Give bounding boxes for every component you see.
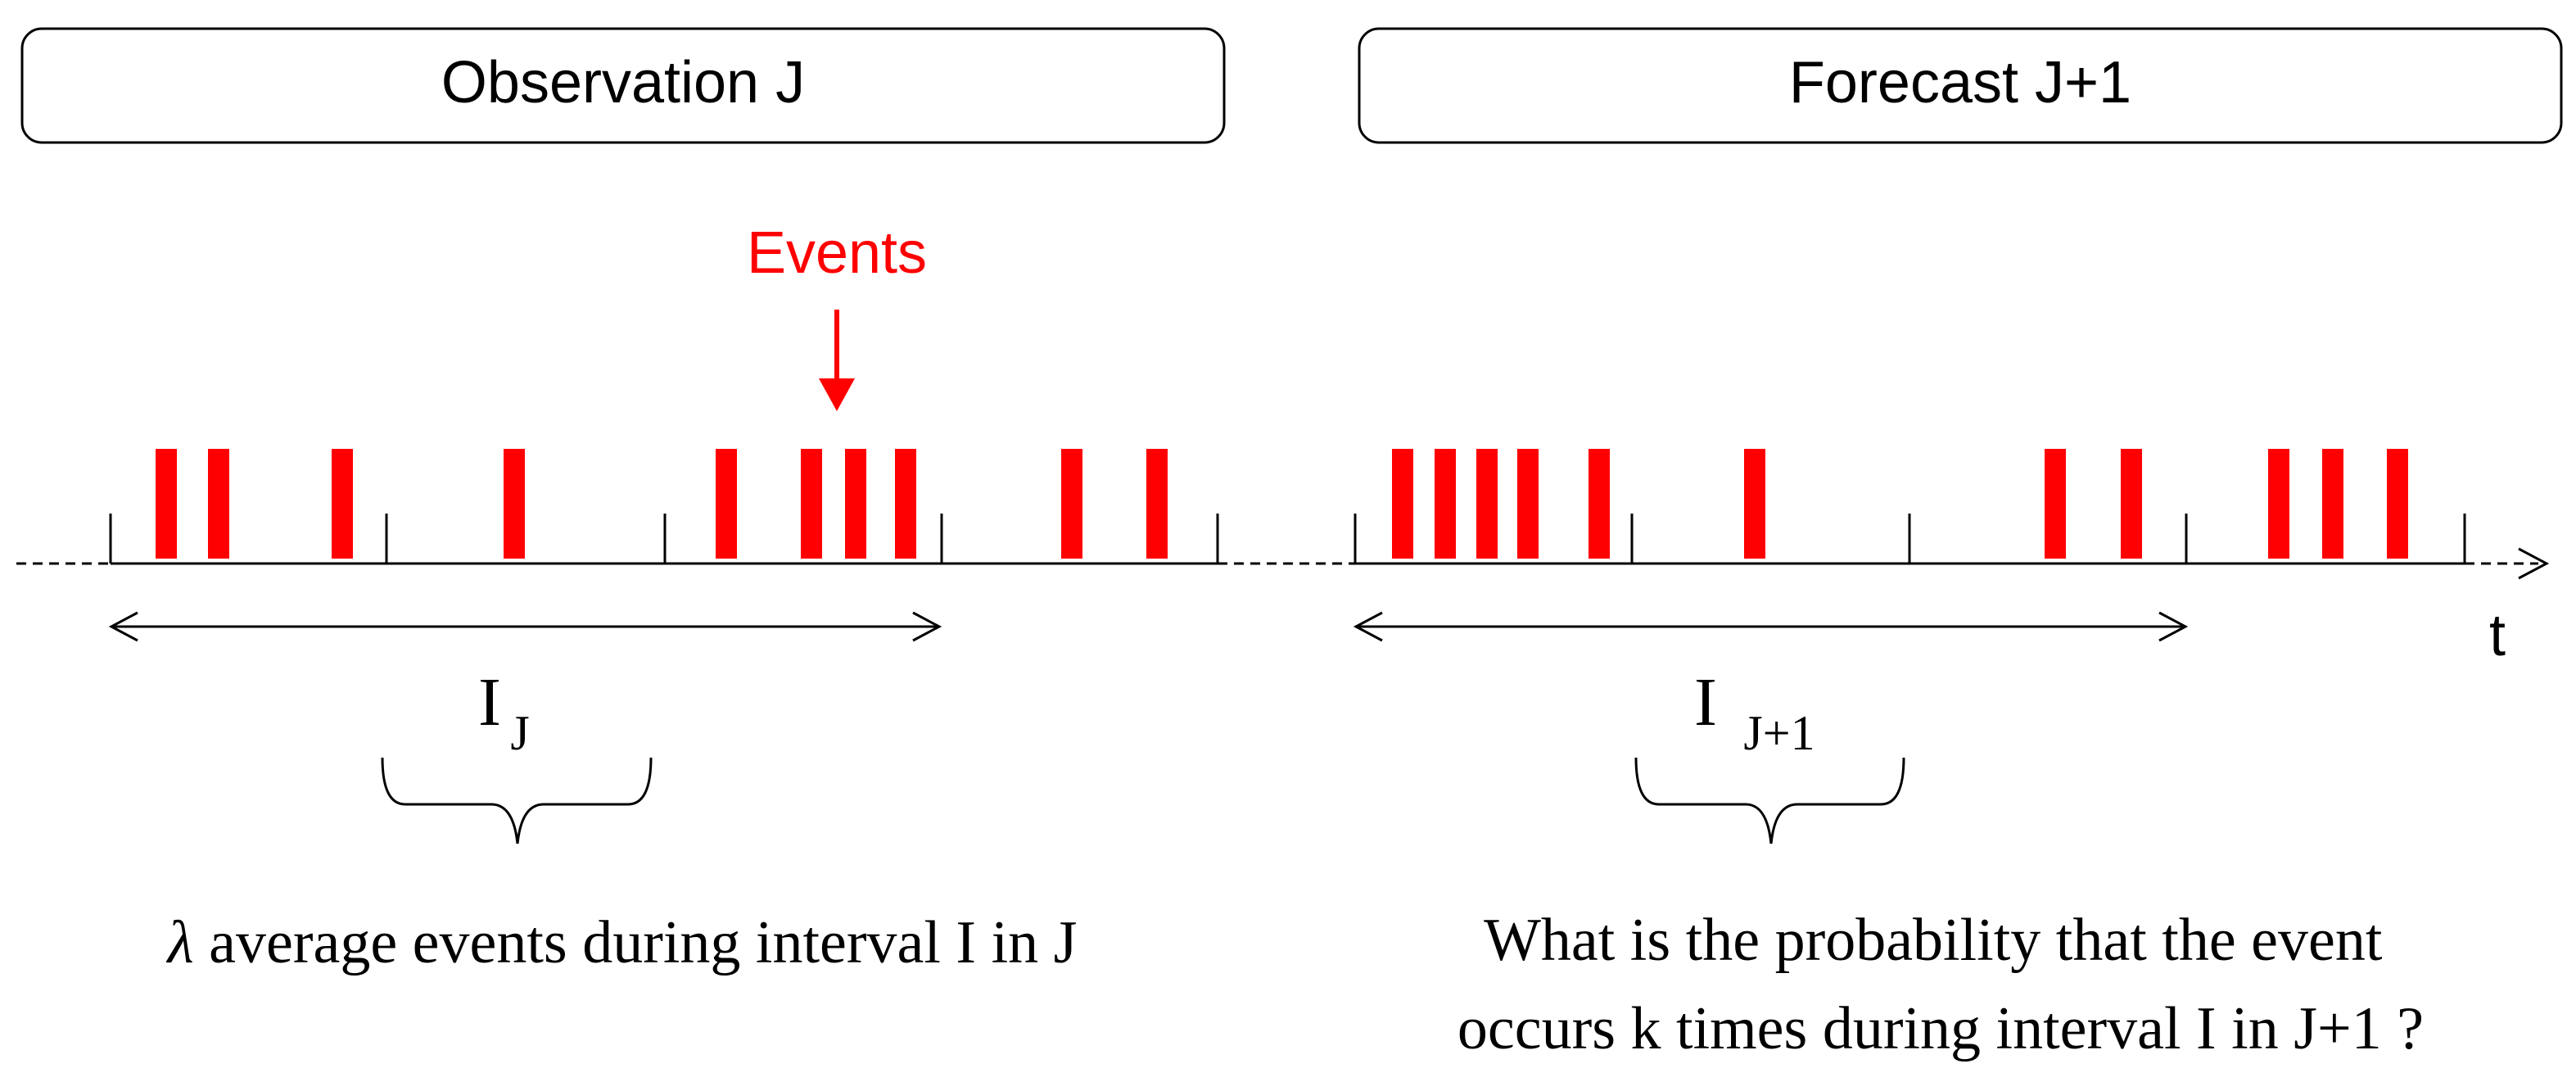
event-bar <box>1589 449 1610 559</box>
event-bar <box>156 449 177 559</box>
event-bar <box>504 449 525 559</box>
event-bar <box>1744 449 1765 559</box>
event-bar <box>1061 449 1082 559</box>
interval-arrow-left <box>108 611 942 642</box>
axis-label-t: t <box>2489 603 2506 668</box>
lambda-symbol: λ <box>166 909 194 976</box>
caption-right-line2: occurs k times during interval I in J+1 … <box>1457 995 2424 1062</box>
caption-right-line1: What is the probability that the event <box>1484 907 2383 974</box>
caption-left: λ average events during interval I in J <box>166 909 1078 976</box>
brace-left <box>381 757 653 844</box>
event-bars <box>156 449 2408 559</box>
event-bar <box>332 449 353 559</box>
event-bar <box>1435 449 1456 559</box>
event-bar <box>2322 449 2343 559</box>
event-bar <box>1476 449 1498 559</box>
interval-label-left-main: I <box>478 664 501 740</box>
interval-label-left: I J <box>478 664 530 760</box>
interval-label-right-sub: J+1 <box>1743 706 1814 760</box>
forecast-header-title: Forecast J+1 <box>1789 50 2131 115</box>
event-bar <box>208 449 229 559</box>
brace-right <box>1634 757 1905 844</box>
axis-ticks <box>109 514 2466 564</box>
observation-header: Observation J <box>20 27 1226 144</box>
time-axis <box>16 547 2550 580</box>
interval-label-right: I J+1 <box>1694 664 1815 760</box>
event-bar <box>2045 449 2066 559</box>
event-bar <box>1517 449 1539 559</box>
events-arrow <box>819 310 855 411</box>
forecast-header: Forecast J+1 <box>1358 27 2563 144</box>
event-bar <box>2268 449 2289 559</box>
caption-left-text: average events during interval I in J <box>194 909 1078 976</box>
observation-header-title: Observation J <box>441 50 805 115</box>
interval-arrow-right <box>1353 611 2189 642</box>
event-bar <box>2121 449 2142 559</box>
event-bar <box>716 449 737 559</box>
events-label: Events <box>747 220 927 286</box>
caption-right: What is the probability that the event o… <box>1457 907 2424 1062</box>
forecast-header-box <box>1358 27 2563 144</box>
event-bar <box>845 449 866 559</box>
event-bar <box>1146 449 1168 559</box>
interval-label-right-main: I <box>1694 664 1717 740</box>
event-bar <box>1392 449 1413 559</box>
event-bar <box>2387 449 2408 559</box>
axis-arrowhead <box>2518 547 2550 580</box>
event-bar <box>895 449 916 559</box>
interval-label-left-sub: J <box>510 706 529 760</box>
observation-header-box <box>20 27 1226 144</box>
event-bar <box>801 449 822 559</box>
